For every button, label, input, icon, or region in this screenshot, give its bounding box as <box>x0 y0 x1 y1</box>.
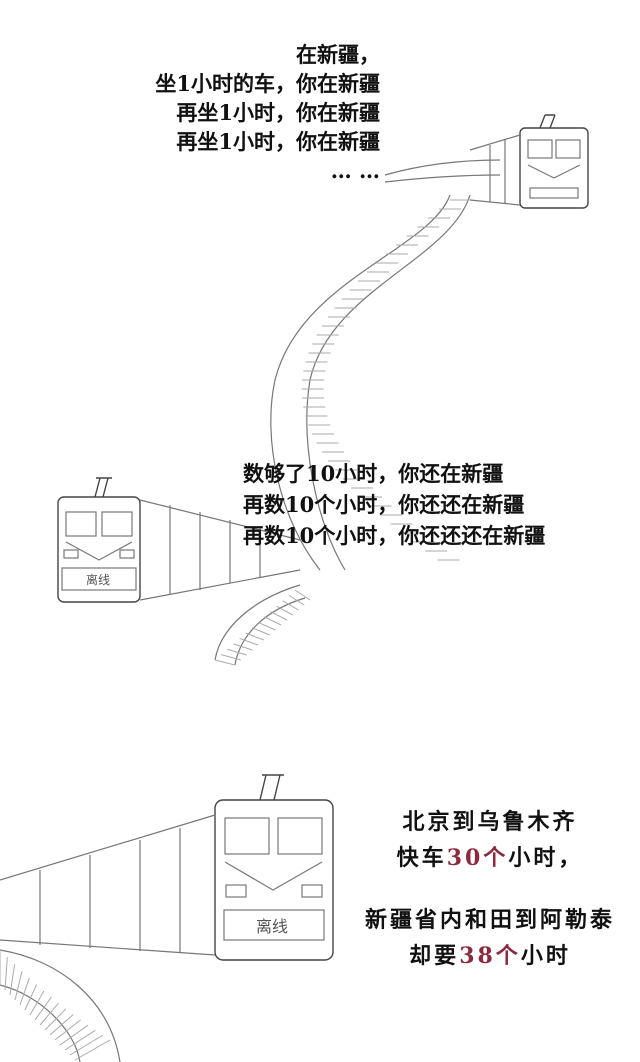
text-line: 再坐1小时，你在新疆 <box>176 100 380 125</box>
train-bottom: 离线 <box>0 774 334 1062</box>
track-tie <box>44 1008 67 1031</box>
text-line: 在新疆， <box>296 42 380 67</box>
track-tie <box>264 616 282 626</box>
text-line: 数够了10小时，你还在新疆 <box>243 461 504 486</box>
text-fragment: 小时 <box>520 943 571 969</box>
track-tie <box>24 984 38 1011</box>
text-line: 再坐1小时，你在新疆 <box>176 129 380 154</box>
text-block-bottom: 北京到乌鲁木齐 快车30个小时， 新疆省内和田到阿勒泰 却要38个小时 <box>330 804 640 974</box>
track-tie <box>19 977 30 1006</box>
track-tie <box>251 627 270 636</box>
text-line: 再数10个小时，你还还在新疆 <box>243 492 525 517</box>
track-tie <box>214 659 236 666</box>
track-tie <box>54 1019 81 1041</box>
train-sign: 离线 <box>86 572 110 587</box>
text-line: … … <box>330 158 380 183</box>
highlight-38: 38个 <box>459 943 521 969</box>
track-tie <box>233 643 253 651</box>
track-tie <box>245 632 265 641</box>
track-tie <box>64 1029 96 1051</box>
track-tie <box>74 1039 111 1061</box>
track-tie <box>69 1034 103 1056</box>
track-tie <box>227 648 247 656</box>
track-tie <box>257 621 276 631</box>
train-top <box>270 114 589 571</box>
train-middle: 离线 <box>57 477 311 666</box>
track-tie <box>270 611 288 621</box>
text-line: 新疆省内和田到阿勒泰 <box>364 907 615 933</box>
track-tie <box>29 990 45 1016</box>
track-tie <box>282 600 299 611</box>
track-tie <box>34 996 52 1021</box>
text-block-middle: 数够了10小时，你还在新疆 再数10个小时，你还还在新疆 再数10个小时，你还还… <box>243 458 545 551</box>
text-fragment: 快车 <box>396 845 447 871</box>
track-tie <box>294 589 311 601</box>
track-tie <box>239 637 259 646</box>
track-tie <box>288 594 305 606</box>
text-block-top: 在新疆， 坐1小时的车，你在新疆 再坐1小时，你在新疆 再坐1小时，你在新疆 …… <box>155 40 380 185</box>
track-tie <box>49 1014 74 1036</box>
text-line: 再数10个小时，你还还还在新疆 <box>243 523 546 548</box>
track-tie <box>9 964 16 996</box>
track-tie <box>4 957 8 991</box>
track-tie <box>59 1024 89 1046</box>
text-line: 却要38个小时 <box>330 938 640 974</box>
highlight-30: 30个 <box>446 845 509 871</box>
track-tie <box>14 971 23 1001</box>
text-line: 快车30个小时， <box>330 840 640 876</box>
track-tie <box>221 654 241 661</box>
track-tie <box>276 605 293 616</box>
text-line: 北京到乌鲁木齐 <box>402 809 578 835</box>
track-tie <box>39 1002 60 1026</box>
text-fragment: 小时， <box>508 845 584 871</box>
train-sign-bottom: 离线 <box>256 917 288 936</box>
text-line: 坐1小时的车，你在新疆 <box>155 71 380 96</box>
text-fragment: 却要 <box>409 943 460 969</box>
